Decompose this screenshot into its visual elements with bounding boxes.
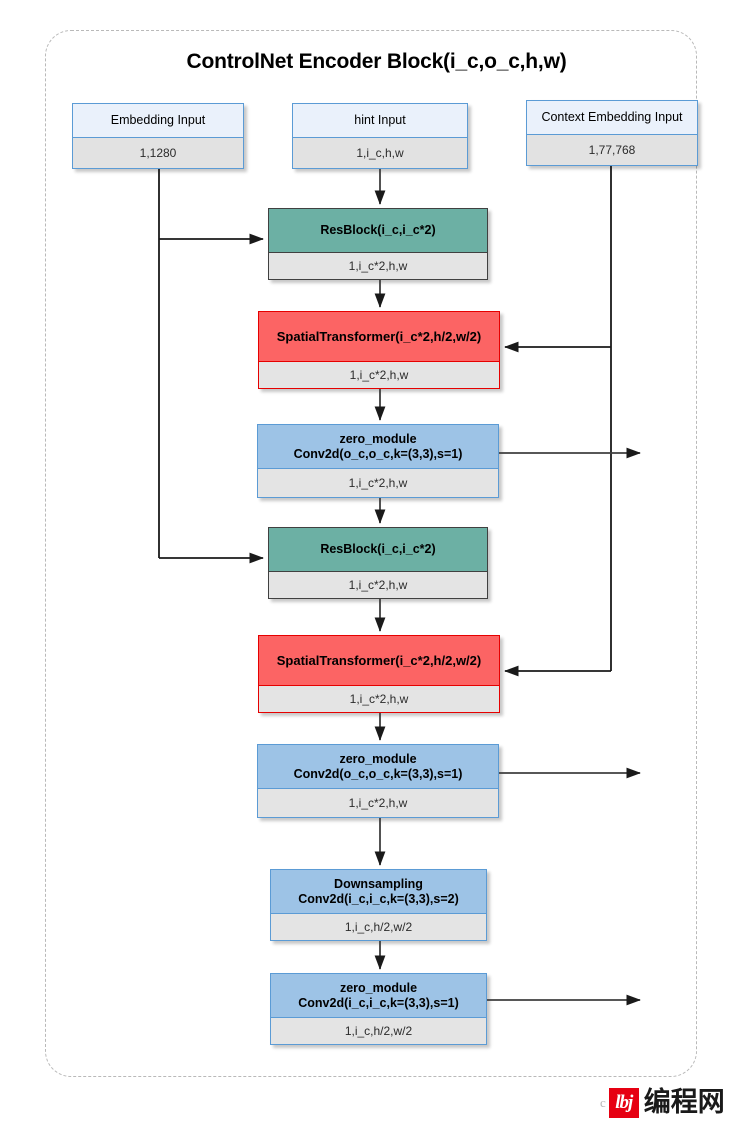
page-title: ControlNet Encoder Block(i_c,o_c,h,w): [186, 50, 567, 73]
node-title-line1: zero_module: [339, 751, 417, 766]
node-title: Context Embedding Input: [527, 101, 697, 135]
node-spatial-transformer-2[interactable]: SpatialTransformer(i_c*2,h/2,w/2) 1,i_c*…: [258, 635, 500, 713]
node-title: zero_module Conv2d(o_c,o_c,k=(3,3),s=1): [258, 745, 498, 789]
watermark-logo-icon: lbj: [608, 1088, 639, 1118]
watermark-text: 编程网: [643, 1087, 725, 1118]
node-context-embedding-input[interactable]: Context Embedding Input 1,77,768: [526, 100, 698, 166]
node-resblock-2[interactable]: ResBlock(i_c,i_c*2) 1,i_c*2,h,w: [268, 527, 488, 599]
node-title-line1: zero_module: [339, 980, 418, 995]
node-title: Downsampling Conv2d(i_c,i_c,k=(3,3),s=2): [271, 870, 486, 914]
node-title-line1: zero_module: [339, 431, 417, 446]
node-shape: 1,i_c*2,h,w: [269, 572, 487, 598]
watermark: c lbj 编程网: [600, 1086, 725, 1120]
node-shape: 1,i_c*2,h,w: [258, 469, 498, 497]
node-shape: 1,i_c*2,h,w: [269, 253, 487, 279]
node-shape: 1,i_c,h/2,w/2: [271, 1018, 486, 1044]
node-title-line1: Downsampling: [334, 876, 423, 891]
node-zero-module-2[interactable]: zero_module Conv2d(o_c,o_c,k=(3,3),s=1) …: [257, 744, 499, 818]
node-title: hint Input: [293, 104, 467, 138]
node-title: SpatialTransformer(i_c*2,h/2,w/2): [259, 312, 499, 362]
node-hint-input[interactable]: hint Input 1,i_c,h,w: [292, 103, 468, 169]
node-downsampling[interactable]: Downsampling Conv2d(i_c,i_c,k=(3,3),s=2)…: [270, 869, 487, 941]
node-shape: 1,i_c*2,h,w: [259, 362, 499, 388]
node-shape: 1,i_c,h/2,w/2: [271, 914, 486, 940]
node-title: zero_module Conv2d(i_c,i_c,k=(3,3),s=1): [271, 974, 486, 1018]
node-title-line1: SpatialTransformer(i_c*2,h/2,w/2): [276, 653, 482, 668]
node-zero-module-1[interactable]: zero_module Conv2d(o_c,o_c,k=(3,3),s=1) …: [257, 424, 499, 498]
node-shape: 1,i_c*2,h,w: [258, 789, 498, 817]
node-title-line2: Conv2d(i_c,i_c,k=(3,3),s=1): [298, 995, 459, 1010]
node-zero-module-3[interactable]: zero_module Conv2d(i_c,i_c,k=(3,3),s=1) …: [270, 973, 487, 1045]
node-title: ResBlock(i_c,i_c*2): [269, 209, 487, 253]
node-title: Embedding Input: [73, 104, 243, 138]
node-title: zero_module Conv2d(o_c,o_c,k=(3,3),s=1): [258, 425, 498, 469]
encoder-block-frame: [45, 30, 697, 1077]
node-title: ResBlock(i_c,i_c*2): [269, 528, 487, 572]
node-title-line1: SpatialTransformer(i_c*2,h/2,w/2): [276, 329, 482, 344]
node-title-line2: Conv2d(i_c,i_c,k=(3,3),s=2): [298, 891, 459, 906]
node-shape: 1,77,768: [527, 135, 697, 165]
node-title-line1: ResBlock(i_c,i_c*2): [320, 223, 436, 237]
node-shape: 1,i_c*2,h,w: [259, 686, 499, 712]
node-title-line2: Conv2d(o_c,o_c,k=(3,3),s=1): [293, 446, 463, 461]
watermark-prefix: c: [600, 1095, 606, 1110]
node-shape: 1,1280: [73, 138, 243, 168]
node-title-line1: ResBlock(i_c,i_c*2): [320, 542, 436, 556]
node-shape: 1,i_c,h,w: [293, 138, 467, 168]
node-title-line2: Conv2d(o_c,o_c,k=(3,3),s=1): [293, 766, 463, 781]
node-embedding-input[interactable]: Embedding Input 1,1280: [72, 103, 244, 169]
node-title: SpatialTransformer(i_c*2,h/2,w/2): [259, 636, 499, 686]
node-resblock-1[interactable]: ResBlock(i_c,i_c*2) 1,i_c*2,h,w: [268, 208, 488, 280]
node-spatial-transformer-1[interactable]: SpatialTransformer(i_c*2,h/2,w/2) 1,i_c*…: [258, 311, 500, 389]
